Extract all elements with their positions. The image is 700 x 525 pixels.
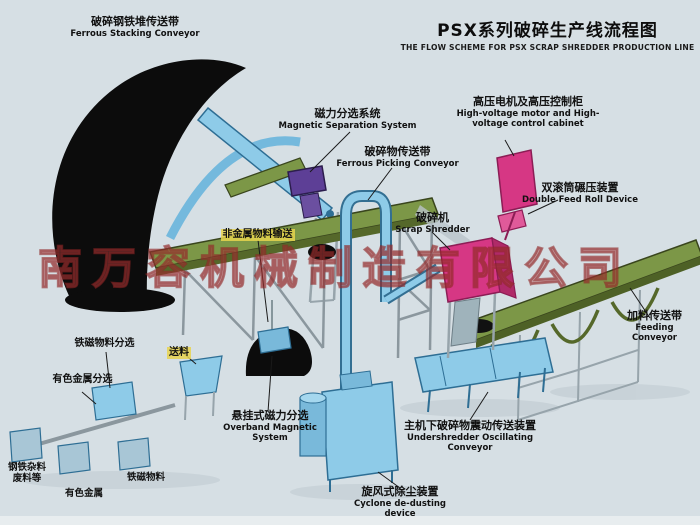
- bottom-strip: [0, 516, 700, 525]
- scrap-pile: [52, 59, 246, 312]
- dedusting-pipe: [340, 190, 441, 402]
- bin-nonferrous: [57, 441, 91, 475]
- diagram-title: PSX系列破碎生产线流程图 THE FLOW SCHEME FOR PSX SC…: [400, 16, 695, 52]
- leader-lines: [81, 131, 651, 489]
- shredder: [415, 149, 538, 359]
- bin-steel-scrap: [9, 427, 43, 463]
- cyclone-unit: [299, 370, 399, 492]
- bin-ferromagnetic: [117, 437, 151, 471]
- support-truss-right: [517, 289, 641, 421]
- overband-magnet: [257, 300, 292, 354]
- ground-shadows: [20, 384, 690, 500]
- sorting-station: [9, 355, 223, 475]
- ferromagnetic-sorter: [91, 381, 137, 421]
- feeding-conveyor-belt: [462, 239, 700, 364]
- feed-hopper: [179, 355, 223, 397]
- oscillating-conveyor: [414, 337, 554, 413]
- title-zh: PSX系列破碎生产线流程图: [437, 21, 658, 41]
- title-en: THE FLOW SCHEME FOR PSX SCRAP SHREDDER P…: [400, 43, 695, 52]
- hv-cabinet: [496, 149, 538, 213]
- magnetic-separator: [287, 165, 336, 260]
